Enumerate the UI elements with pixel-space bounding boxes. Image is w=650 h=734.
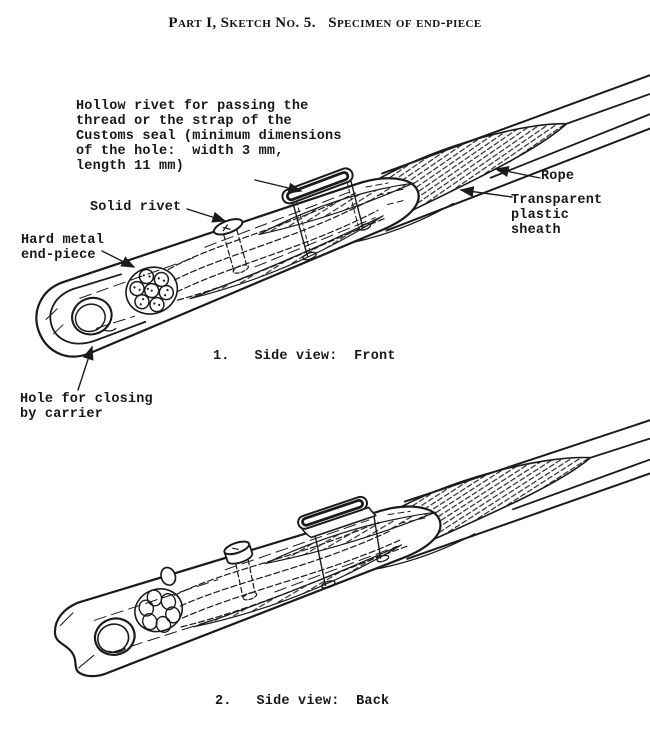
page-title: Part I, Sketch No. 5. Specimen of end-pi…: [168, 15, 482, 31]
hollow-rivet-back: [297, 495, 390, 589]
label-rope: Rope: [541, 169, 575, 184]
label-hard-metal-end-piece: Hard metal end-piece: [21, 233, 105, 263]
label-hole-for-closing: Hole for closing by carrier: [20, 392, 153, 422]
rope-and-sheath-back: [370, 397, 650, 571]
top-edge-hole-back: [160, 566, 177, 587]
leader-sheath: [459, 186, 513, 198]
leader-arrows: [77, 166, 541, 391]
rope-and-sheath-front: [349, 59, 650, 244]
leader-rope: [494, 166, 541, 179]
drawing-side-view-back: [53, 397, 650, 678]
leader-hard-metal: [101, 250, 136, 268]
leader-hollow-rivet: [254, 179, 303, 194]
end-piece-sleeve-back: [53, 505, 442, 678]
label-hollow-rivet: Hollow rivet for passing the thread or t…: [76, 99, 342, 174]
end-piece-sleeve-front: [35, 177, 420, 358]
wire-bundle-back: [134, 588, 184, 634]
hatched-window-lower-back: [193, 544, 403, 628]
mouth-and-closing-hole: [45, 273, 147, 345]
wire-bundle-front: [125, 266, 179, 315]
caption-side-view-front: 1. Side view: Front: [213, 349, 396, 364]
leader-hole-closing: [77, 345, 94, 391]
leader-solid-rivet: [186, 208, 227, 223]
hatched-window-lower: [189, 215, 384, 300]
drawing-side-view-front: [35, 59, 650, 358]
caption-side-view-back: 2. Side view: Back: [215, 694, 390, 709]
label-solid-rivet: Solid rivet: [90, 200, 182, 215]
label-transparent-plastic-sheath: Transparent plastic sheath: [511, 193, 603, 238]
hollow-rivet-front: [281, 167, 372, 261]
solid-rivet-back: [223, 540, 258, 601]
closing-hole-back: [93, 617, 136, 656]
